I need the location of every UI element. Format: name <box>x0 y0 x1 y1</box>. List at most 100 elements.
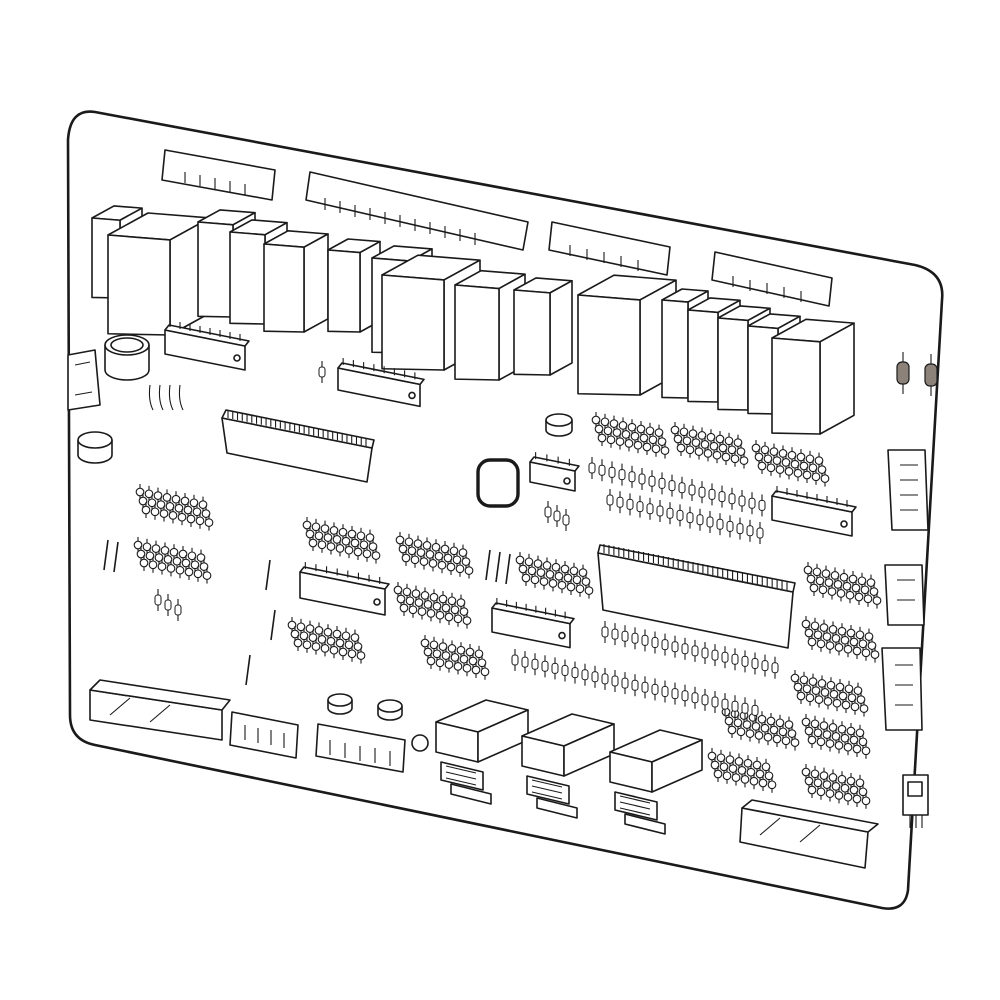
resistor <box>706 511 714 533</box>
resistor <box>638 468 646 490</box>
heat-sink <box>435 699 529 805</box>
resistor <box>641 629 649 652</box>
resistor <box>721 693 729 716</box>
resistor-array <box>515 552 594 599</box>
resistor-array <box>751 440 830 487</box>
resistor <box>758 494 766 517</box>
side-connector <box>884 564 925 626</box>
bottom-connector <box>89 679 231 741</box>
resistor-array <box>707 748 777 793</box>
resistor <box>698 481 706 504</box>
header-connector <box>161 149 276 201</box>
resistor <box>621 625 629 648</box>
resistor <box>696 508 704 531</box>
resistor-array <box>801 616 880 663</box>
resistor-array <box>801 764 871 809</box>
relay <box>263 230 329 333</box>
resistor <box>641 676 649 699</box>
resistor <box>571 661 579 684</box>
resistor <box>608 461 616 484</box>
resistor <box>688 479 696 501</box>
resistor <box>611 623 619 646</box>
resistor <box>553 505 561 527</box>
voltage-regulator <box>902 774 929 828</box>
resistor <box>666 502 674 525</box>
resistor-array <box>721 704 800 751</box>
resistor-array <box>287 617 366 664</box>
resistor <box>601 667 609 690</box>
resistor-array <box>670 422 749 469</box>
header-connector <box>548 221 671 276</box>
resistor <box>562 509 570 531</box>
power-resistor <box>924 354 938 396</box>
resistor <box>741 697 749 720</box>
resistor <box>691 686 699 709</box>
resistor <box>631 627 639 650</box>
resistor <box>668 474 676 497</box>
side-connector <box>887 449 929 531</box>
resistor <box>761 654 769 677</box>
resistor <box>174 599 182 621</box>
resistor <box>628 465 636 488</box>
resistor <box>751 652 759 675</box>
resistor <box>711 644 719 667</box>
resistor <box>598 459 606 482</box>
resistor <box>736 517 744 540</box>
resistor <box>746 519 754 542</box>
dip-chip <box>771 486 857 537</box>
resistor <box>676 504 684 527</box>
resistor <box>701 642 709 664</box>
resistor <box>521 651 529 674</box>
resistor <box>661 680 669 703</box>
resistor <box>606 489 614 511</box>
crystal-oscillator <box>476 458 520 508</box>
resistor <box>718 485 726 508</box>
resistor <box>631 674 639 697</box>
resistor <box>721 646 729 669</box>
resistor <box>648 470 656 493</box>
resistor-array <box>395 532 474 579</box>
relay <box>107 212 211 336</box>
resistor <box>561 659 569 682</box>
resistor <box>751 699 759 722</box>
resistor <box>636 495 644 518</box>
resistor <box>611 670 619 692</box>
capacitor <box>77 431 113 464</box>
resistor <box>756 522 764 544</box>
heat-sink <box>609 729 703 835</box>
resistor <box>741 650 749 673</box>
relay <box>513 277 573 376</box>
capacitor <box>545 413 573 437</box>
resistor <box>164 594 172 616</box>
mounting-bracket <box>67 349 101 411</box>
resistor <box>581 663 589 686</box>
wire-jumper <box>103 539 511 686</box>
power-resistor <box>896 352 910 394</box>
resistor <box>731 695 739 718</box>
resistor <box>601 621 609 643</box>
resistor <box>646 497 654 520</box>
resistor <box>541 655 549 678</box>
resistor-array <box>591 412 670 459</box>
resistor <box>621 672 629 695</box>
resistor <box>656 500 664 522</box>
microcontroller-chip <box>597 544 796 649</box>
resistor-array <box>133 537 212 584</box>
header-connector <box>711 251 833 307</box>
heat-sink <box>521 713 615 819</box>
resistor <box>716 513 724 536</box>
dip-chip <box>529 452 580 492</box>
capacitor <box>377 699 403 721</box>
resistor <box>731 648 739 671</box>
resistor <box>671 682 679 705</box>
resistor <box>318 361 326 383</box>
resistor-array <box>803 562 882 609</box>
resistor <box>616 491 624 514</box>
resistor-array <box>790 670 869 717</box>
resistor <box>651 678 659 701</box>
resistor <box>618 463 626 486</box>
header-connector <box>305 171 529 251</box>
resistor <box>661 633 669 656</box>
